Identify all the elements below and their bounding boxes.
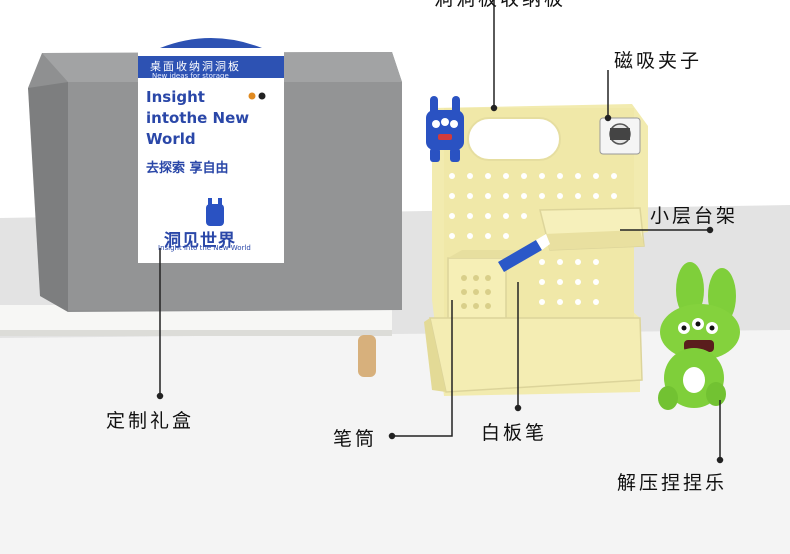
callout-top-cut: 洞洞板收纳板 xyxy=(434,0,566,11)
callout-pen-holder: 笔筒 xyxy=(333,428,378,450)
box-brand-sub: Insight into the New World xyxy=(158,244,251,252)
table-leg xyxy=(358,335,376,377)
box-top-line: 桌面收纳洞洞板 xyxy=(150,60,241,73)
callout-lines xyxy=(156,0,724,464)
bottom-tray xyxy=(424,317,643,393)
callout-squeeze-toy: 解压捏捏乐 xyxy=(617,472,728,494)
callout-gift-box: 定制礼盒 xyxy=(106,410,195,432)
box-headline-3: World xyxy=(146,130,196,148)
blue-figure xyxy=(426,96,464,162)
box-headline-1: Insight xyxy=(146,88,205,106)
magnetic-clip xyxy=(599,117,641,155)
mirror xyxy=(467,117,561,161)
green-squeeze-toy xyxy=(658,262,740,410)
box-headline-2: intothe New xyxy=(146,109,250,127)
box-top-subline: New ideas for storage xyxy=(152,72,229,80)
brand-logo-figure xyxy=(206,198,224,226)
box-sleeve xyxy=(138,48,284,263)
callout-magnetic-clip: 磁吸夹子 xyxy=(614,50,703,72)
pegboard xyxy=(424,104,648,396)
box-brand: 洞见世界 xyxy=(164,231,236,251)
table-edge xyxy=(0,330,392,336)
whiteboard-pen xyxy=(498,234,550,272)
small-shelf xyxy=(539,207,645,251)
peg-holes xyxy=(449,173,617,305)
gift-box xyxy=(28,38,402,312)
box-slogan: 去探索 享自由 xyxy=(146,161,229,176)
callout-small-shelf: 小层台架 xyxy=(650,205,739,227)
callout-whiteboard-pen: 白板笔 xyxy=(481,422,548,444)
